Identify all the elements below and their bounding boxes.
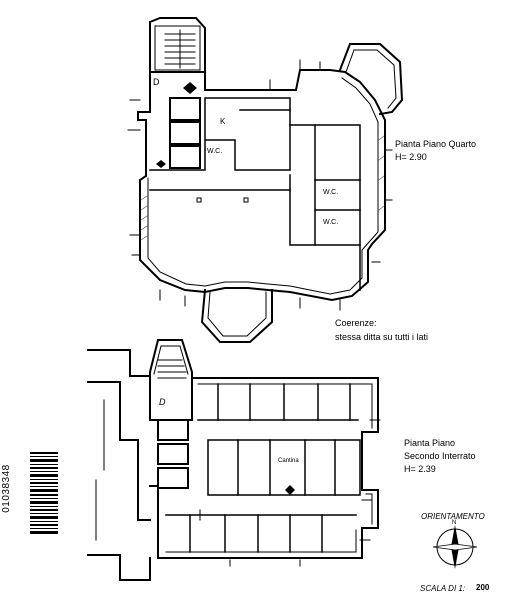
coerenze-heading: Coerenze: [335,318,377,328]
hatch-upper-walls [140,135,385,241]
orientation-label: ORIENTAMENTO [421,512,485,521]
room-label-wc-3: W.C. [323,219,339,226]
barcode-graphic [30,452,58,534]
lower-plan-subtitle: Secondo Interrato [404,451,476,461]
room-label-d-upper: D [153,77,160,87]
room-label-wc-2: W.C. [323,189,339,196]
room-label-d-lower: D [159,397,166,407]
room-label-wc-1: W.C. [207,148,223,155]
upper-stair-treads [164,29,196,69]
entrance-markers [156,82,295,495]
room-label-cantina: Cantina [278,458,299,464]
north-arrow-icon [432,525,478,569]
north-label: N [452,520,457,526]
lower-stair-treads [157,359,187,379]
lower-plan-title: Pianta Piano [404,438,456,448]
lower-plan-height: H= 2.39 [404,464,436,474]
upper-markers [196,197,249,203]
upper-plan [137,17,404,343]
scale-label: SCALA DI 1: [420,584,466,593]
barcode-number: 01038348 [0,464,12,513]
room-label-kitchen: K [220,117,226,126]
lower-tick-marks [199,419,381,567]
upper-tick-marks [127,59,393,311]
upper-plan-height: H= 2.90 [395,152,427,162]
lower-plan [87,339,379,581]
upper-plan-title: Pianta Piano Quarto [395,139,477,149]
scale-value: 200 [476,583,490,592]
coerenze-text: stessa ditta su tutti i lati [335,332,429,342]
